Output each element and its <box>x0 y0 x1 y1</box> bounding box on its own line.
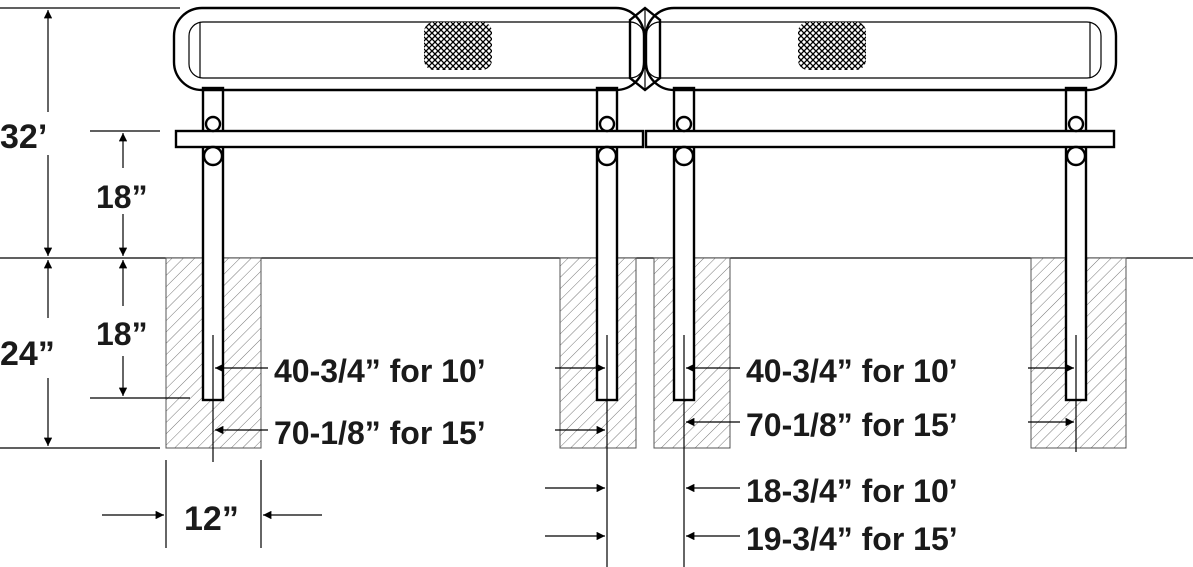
right-spacing-10-label: 40-3/4” for 10’ <box>746 353 958 389</box>
embed-depth-label: 24” <box>0 335 55 373</box>
lower-rail <box>174 129 1116 149</box>
post-collars <box>202 115 1087 167</box>
spacing-leaders <box>212 363 1077 567</box>
left-spacing-10-label: 40-3/4” for 10’ <box>274 353 486 389</box>
upper-height-label: 18” <box>96 179 148 215</box>
mesh-right <box>798 22 866 70</box>
right-spacing-15-label: 70-1/8” for 15’ <box>746 407 958 443</box>
gap-10-label: 18-3/4” for 10’ <box>746 473 958 509</box>
overall-height-label: 32’ <box>0 118 47 156</box>
dimension-left <box>0 7 190 449</box>
left-spacing-15-label: 70-1/8” for 15’ <box>274 415 486 451</box>
lower-height-label: 18” <box>96 316 148 352</box>
top-rail <box>172 6 1118 92</box>
dimension-footing-width <box>102 460 322 548</box>
footing-width-label: 12” <box>184 500 239 538</box>
gap-15-label: 19-3/4” for 15’ <box>746 521 958 557</box>
mesh-left <box>424 22 492 70</box>
